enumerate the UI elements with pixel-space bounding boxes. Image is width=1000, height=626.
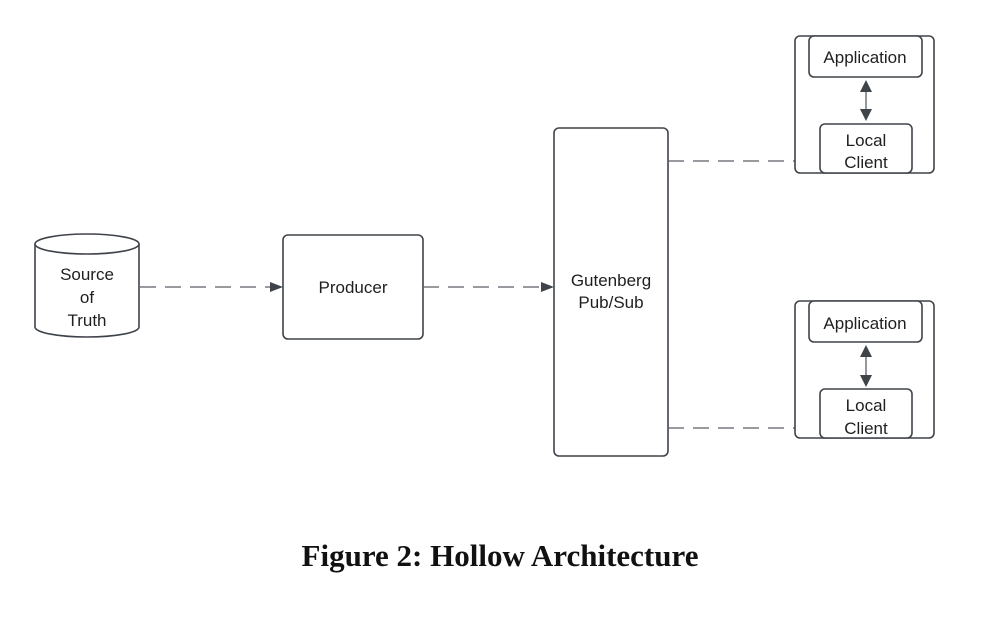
producer-node: Producer — [282, 234, 424, 340]
arrowhead — [541, 282, 554, 292]
producer-label: Producer — [319, 278, 388, 297]
arrowhead — [270, 282, 283, 292]
consumer-group-top: Application Local Client — [794, 35, 935, 174]
pubsub-label-line1: Gutenberg — [571, 271, 651, 290]
source-of-truth-node: Source of Truth — [34, 233, 140, 338]
local-client-label-line1: Local — [846, 396, 887, 415]
bidirectional-arrow — [860, 345, 872, 387]
local-client-box — [819, 388, 913, 439]
application-box — [808, 300, 923, 343]
pubsub-label-line2: Pub/Sub — [578, 293, 643, 312]
bidirectional-arrow — [860, 80, 872, 121]
local-client-box — [819, 123, 913, 174]
figure-caption: Figure 2: Hollow Architecture — [301, 538, 699, 573]
source-label-line1: Source — [60, 265, 114, 284]
local-client-label-line2: Client — [844, 419, 888, 438]
edge-source-to-producer — [140, 282, 283, 292]
edge-producer-to-pubsub — [423, 282, 554, 292]
source-label-line3: Truth — [67, 311, 106, 330]
local-client-label-line1: Local — [846, 131, 887, 150]
application-label: Application — [823, 314, 906, 333]
pubsub-node: Gutenberg Pub/Sub — [553, 127, 669, 457]
source-label-line2: of — [80, 288, 94, 307]
application-label: Application — [823, 48, 906, 67]
local-client-label-line2: Client — [844, 153, 888, 172]
application-box — [808, 35, 923, 78]
consumer-group-bottom: Application Local Client — [794, 300, 935, 439]
